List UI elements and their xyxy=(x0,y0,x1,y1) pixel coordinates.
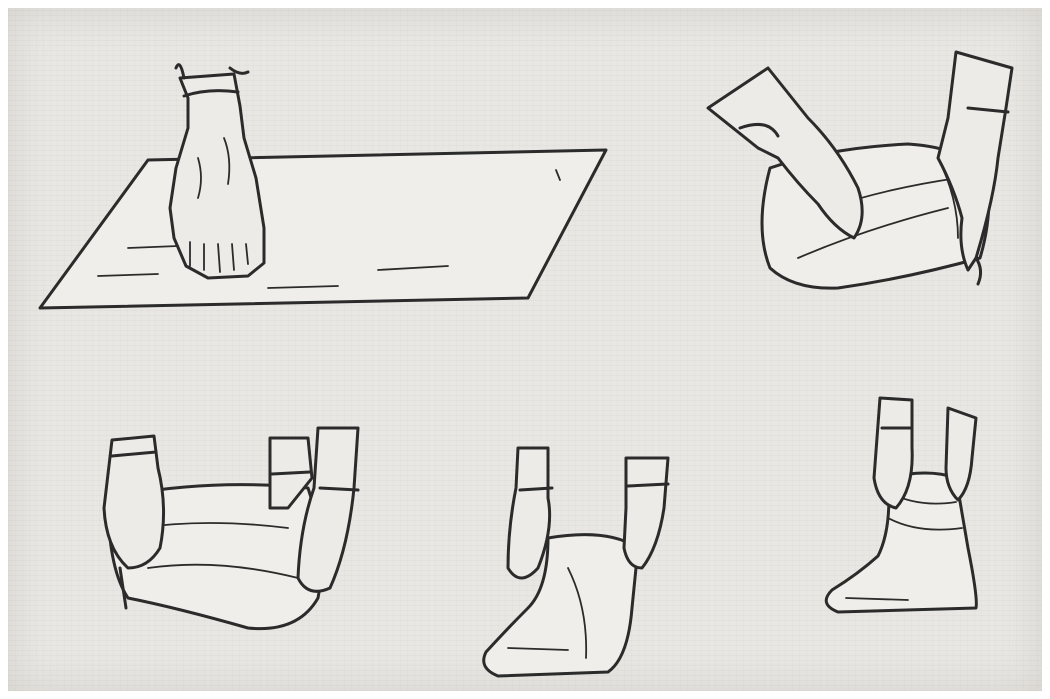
panel-foot-on-cloth xyxy=(40,65,606,308)
footwrap-illustration xyxy=(8,8,1042,691)
panel-wrap-around-ankle xyxy=(484,448,668,676)
panel-fold-over-toes xyxy=(708,52,1012,288)
illustration-sheet xyxy=(8,8,1042,691)
panel-finished-footwrap xyxy=(826,398,976,612)
panel-stretch-wrap xyxy=(104,428,358,629)
